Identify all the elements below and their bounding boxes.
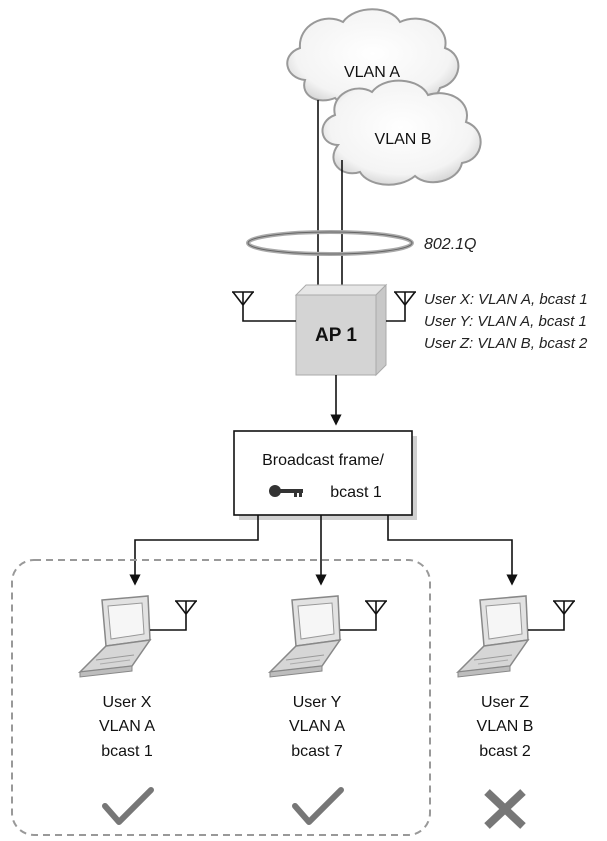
user-vlan-label: VLAN A bbox=[99, 718, 155, 735]
key-table-row-z: User Z: VLAN B, bcast 2 bbox=[424, 335, 588, 352]
ap-antenna-right-icon bbox=[386, 292, 416, 321]
laptop-antenna-icon bbox=[528, 601, 575, 630]
user-name-label: User X bbox=[103, 694, 152, 711]
frame-line2: bcast 1 bbox=[330, 484, 382, 501]
laptop-antenna-icon bbox=[340, 601, 387, 630]
ap-antenna-left-icon bbox=[232, 292, 296, 321]
ap-label: AP 1 bbox=[315, 325, 357, 346]
user-bcast-label: bcast 2 bbox=[479, 743, 531, 760]
frame-line1: Broadcast frame/ bbox=[262, 452, 384, 469]
user-bcast-label: bcast 7 bbox=[291, 743, 343, 760]
user-vlan-label: VLAN A bbox=[289, 718, 345, 735]
key-table-row-x: User X: VLAN A, bcast 1 bbox=[424, 291, 588, 308]
vlan-b-label: VLAN B bbox=[375, 131, 432, 148]
laptop-icon bbox=[458, 596, 528, 677]
trunk-label: 802.1Q bbox=[424, 236, 476, 253]
key-table-row-y: User Y: VLAN A, bcast 1 bbox=[424, 313, 587, 330]
broadcast-frame-box: Broadcast frame/ bcast 1 bbox=[234, 431, 417, 520]
cross-icon bbox=[487, 792, 523, 826]
laptop-icon bbox=[80, 596, 150, 677]
vlan-b-cloud: VLAN B bbox=[323, 81, 481, 185]
user-name-label: User Z bbox=[481, 694, 529, 711]
check-icon bbox=[105, 790, 151, 822]
user-name-label: User Y bbox=[293, 694, 342, 711]
laptop-antenna-icon bbox=[150, 601, 197, 630]
user-node-1: User X VLAN A bcast 1 bbox=[80, 596, 197, 822]
user-vlan-label: VLAN B bbox=[477, 718, 534, 735]
user-node-2: User Y VLAN A bcast 7 bbox=[270, 596, 387, 822]
access-point: AP 1 bbox=[296, 285, 386, 375]
vlan-a-label: VLAN A bbox=[344, 64, 400, 81]
user-node-3: User Z VLAN B bcast 2 bbox=[458, 596, 575, 826]
key-table: User X: VLAN A, bcast 1 User Y: VLAN A, … bbox=[424, 291, 588, 352]
distribution-lines bbox=[135, 515, 512, 580]
trunk-ring bbox=[248, 232, 412, 254]
check-icon bbox=[295, 790, 341, 822]
user-bcast-label: bcast 1 bbox=[101, 743, 153, 760]
laptop-icon bbox=[270, 596, 340, 677]
